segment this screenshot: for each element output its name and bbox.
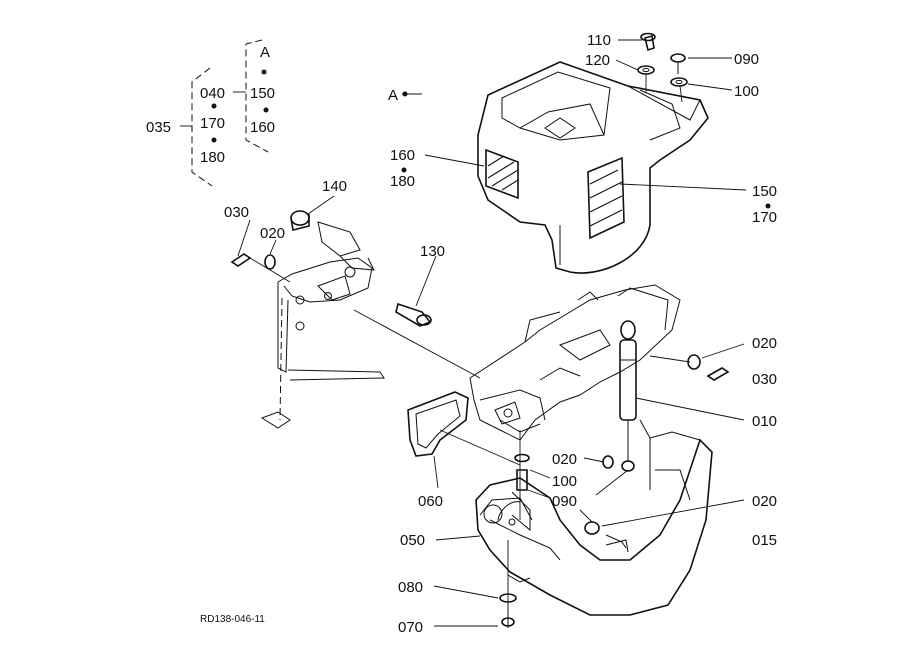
callout-080: 080 bbox=[398, 579, 423, 596]
callout-100-top: 100 bbox=[734, 83, 759, 100]
callout-050: 050 bbox=[400, 532, 425, 549]
callout-130: 130 bbox=[420, 243, 445, 260]
callout-ref-a-group: A bbox=[260, 44, 270, 61]
callout-160-main: 160 bbox=[390, 147, 415, 164]
callout-110: 110 bbox=[587, 32, 611, 49]
callout-030-right: 030 bbox=[752, 371, 777, 388]
callout-020-mid: 020 bbox=[552, 451, 577, 468]
callout-035: 035 bbox=[146, 119, 171, 136]
callout-060: 060 bbox=[418, 493, 443, 510]
callout-100-lower: 100 bbox=[552, 473, 577, 490]
callout-170-main: 170 bbox=[752, 209, 777, 226]
bracket-frame-drawing bbox=[260, 257, 681, 441]
callout-160-group: 160 bbox=[250, 119, 275, 136]
callout-070: 070 bbox=[398, 619, 423, 636]
callout-180-group: 180 bbox=[200, 149, 225, 166]
callout-020-left: 020 bbox=[260, 225, 285, 242]
callout-170-group: 170 bbox=[200, 115, 225, 132]
callout-leaders bbox=[180, 39, 747, 627]
callout-010: 010 bbox=[752, 413, 777, 430]
callout-140: 140 bbox=[322, 178, 347, 195]
callout-090-lower: 090 bbox=[552, 493, 577, 510]
upper-cover-drawing bbox=[477, 61, 709, 274]
damper-010-drawing bbox=[619, 320, 637, 472]
callout-labels: 110 120 090 100 A 160 180 150 170 A 040 … bbox=[146, 32, 777, 636]
lower-cover-drawing bbox=[407, 391, 713, 616]
bullet-dots bbox=[211, 69, 771, 209]
callout-040: 040 bbox=[200, 85, 225, 102]
callout-120: 120 bbox=[585, 52, 610, 69]
callout-ref-a-main: A bbox=[388, 87, 398, 104]
link-arm-drawing bbox=[290, 210, 375, 301]
figure-code: RD138-046-11 bbox=[200, 614, 265, 625]
callout-090-top: 090 bbox=[734, 51, 759, 68]
assembly-lines bbox=[249, 74, 691, 628]
callout-020-lower: 020 bbox=[752, 493, 777, 510]
callout-020-right: 020 bbox=[752, 335, 777, 352]
fasteners-drawing bbox=[230, 32, 730, 628]
callout-180-main: 180 bbox=[390, 173, 415, 190]
callout-150-main: 150 bbox=[752, 183, 777, 200]
callout-030-left: 030 bbox=[224, 204, 249, 221]
bolt-130-drawing bbox=[395, 302, 432, 327]
callout-150-group: 150 bbox=[250, 85, 275, 102]
callout-015: 015 bbox=[752, 532, 777, 549]
